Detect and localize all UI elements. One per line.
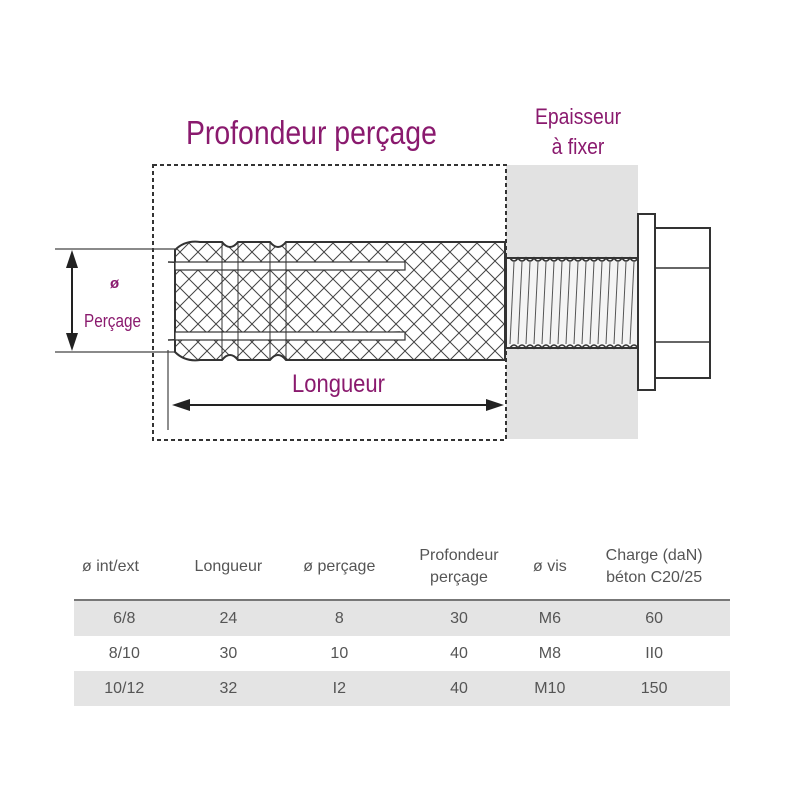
- cell-length: 32: [174, 671, 283, 706]
- cell-load: 60: [578, 600, 730, 636]
- washer: [637, 213, 656, 391]
- header-screw: ø vis: [521, 535, 579, 601]
- label-thickness-line2: à fixer: [551, 134, 605, 159]
- cell-drill-depth: 30: [396, 600, 522, 636]
- cell-drill-diameter: I2: [282, 671, 397, 706]
- header-int-ext: ø int/ext: [74, 535, 175, 601]
- cell-drill-depth: 40: [450, 644, 468, 662]
- cell-drill-diameter: 8: [282, 600, 397, 636]
- anchor-sleeve: [167, 240, 506, 362]
- cell-load: 150: [578, 671, 730, 706]
- anchor-diagram: [55, 164, 711, 441]
- cell-drill-diameter: 10: [330, 644, 349, 662]
- diameter-dimension: [55, 248, 175, 353]
- label-length: Longueur: [292, 370, 385, 398]
- header-drill-diameter: ø perçage: [282, 535, 397, 601]
- threaded-screw: [505, 256, 641, 350]
- table-row: 10/12 32 I2 40 M10 150: [74, 671, 730, 706]
- header-length: Longueur: [174, 535, 283, 601]
- nut: [654, 227, 711, 379]
- label-thickness-line1: Epaisseur: [534, 104, 622, 129]
- cell-screw: M10: [521, 671, 579, 706]
- label-drilling-diameter: Perçage: [84, 311, 141, 331]
- cell-int-ext: 6/8: [74, 600, 175, 636]
- label-diameter-symbol: ø: [110, 275, 120, 292]
- header-load: Charge (daN)béton C20/25: [578, 535, 730, 601]
- cell-screw: M8: [538, 644, 561, 662]
- cell-int-ext: 10/12: [74, 671, 175, 706]
- label-thickness: Epaisseur à fixer: [532, 102, 624, 162]
- cell-length: 30: [219, 644, 238, 662]
- table-row: 6/8 24 8 30 M6 60: [74, 600, 730, 636]
- table-row: 8/10 30 10 40 M8 II0: [74, 636, 730, 671]
- cell-int-ext: 8/10: [108, 644, 140, 662]
- length-dimension: [167, 350, 504, 430]
- label-drilling-depth: Profondeur perçage: [186, 114, 437, 151]
- cell-screw: M6: [521, 600, 579, 636]
- cell-drill-depth: 40: [396, 671, 522, 706]
- cell-length: 24: [174, 600, 283, 636]
- cell-load: II0: [645, 644, 664, 662]
